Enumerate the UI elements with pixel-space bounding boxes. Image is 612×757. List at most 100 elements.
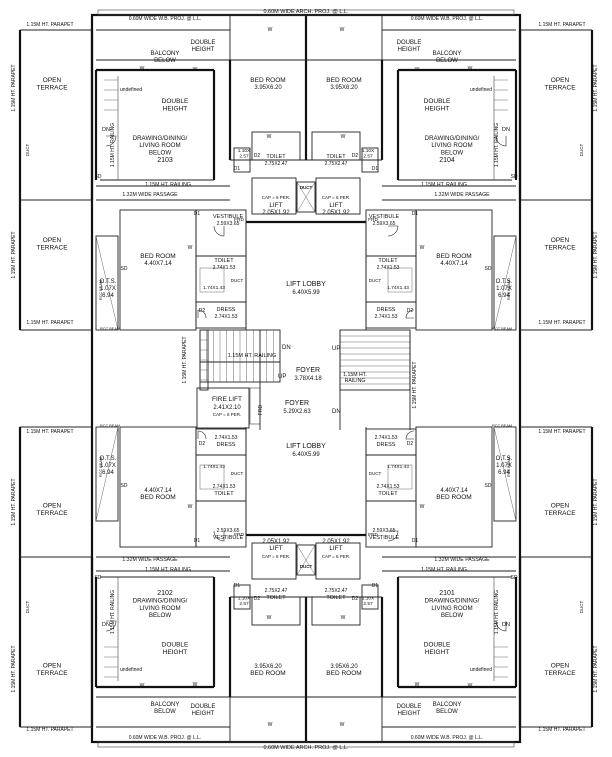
toilet-a-name: TOILET bbox=[266, 154, 286, 160]
core-dn-right: DN bbox=[332, 409, 341, 415]
door-swing bbox=[213, 225, 225, 237]
bedroom-b-name: BED ROOM bbox=[436, 253, 471, 260]
size-label: 1.74X1.43 bbox=[387, 285, 409, 291]
lift-lobby-top-size: 6.40X5.99 bbox=[292, 290, 320, 296]
railing-vertical-label: 1.15M HT. RAILING bbox=[494, 123, 500, 167]
plan-rect bbox=[493, 235, 517, 331]
window-mark: W bbox=[468, 683, 473, 689]
plan-rect bbox=[415, 426, 493, 548]
size-label: 1.74X1.43 bbox=[203, 464, 225, 470]
parapet-label: 1.15M HT. PARAPET bbox=[538, 22, 585, 28]
toilet-b-size: 2.74X1.53 bbox=[213, 265, 236, 271]
fire-lift-size: 2.41X2.10 bbox=[213, 405, 241, 411]
window-mark: W bbox=[188, 245, 193, 251]
rcc-beam-label: RCC BEAM bbox=[100, 327, 120, 331]
toilet-a-size: 2.75X2.47 bbox=[325, 588, 348, 594]
door-swing bbox=[495, 620, 507, 632]
dress-size: 2.74X1.53 bbox=[215, 435, 238, 441]
duct-label: DUCT bbox=[231, 278, 244, 283]
toilet-b-size: 2.74X1.53 bbox=[377, 484, 400, 490]
railing-label: undefined bbox=[470, 87, 492, 93]
frd-label: FRD bbox=[258, 404, 264, 415]
core-up-top-left: UP bbox=[278, 374, 286, 380]
railing-label: 1.15M HT. RAILING bbox=[421, 182, 467, 188]
duct-label: DUCT bbox=[369, 471, 382, 476]
lift-size: 2.05X1.92 bbox=[322, 210, 350, 216]
lift-name: LIFT bbox=[269, 545, 282, 552]
parapet-label: 1.15M HT. PARAPET bbox=[26, 429, 73, 435]
duct-label: DUCT bbox=[300, 564, 313, 569]
lift-size: 2.05X1.92 bbox=[262, 210, 290, 216]
parapet-label: 1.15M HT. PARAPET bbox=[26, 727, 73, 733]
door-mark: D1 bbox=[412, 211, 419, 217]
wall-line bbox=[493, 426, 517, 522]
wall-line bbox=[493, 235, 517, 331]
railing-label: 1.15M HT. RAILING bbox=[145, 567, 191, 573]
door-swing bbox=[213, 530, 225, 542]
parapet-vertical-label: 1.15M HT. PARAPET bbox=[593, 478, 599, 525]
parapet-vertical-label: 1.15M HT. PARAPET bbox=[11, 478, 17, 525]
window-mark: W bbox=[188, 504, 193, 510]
door-swing bbox=[105, 620, 117, 632]
duct-label: DUCT bbox=[300, 185, 313, 190]
window-mark: W bbox=[415, 682, 420, 688]
door-mark: D1 bbox=[372, 583, 379, 589]
core-parapet-vertical-label: 1.15M HT. PARAPET bbox=[412, 361, 418, 408]
vestibule-name: VESTIBULE bbox=[369, 214, 400, 220]
flat-number: 2104 bbox=[439, 157, 455, 164]
door-swing bbox=[197, 430, 207, 440]
duct-label: DUCT bbox=[231, 471, 244, 476]
plan-rect bbox=[233, 147, 251, 173]
lift-cap: CAP = 6 PER. bbox=[322, 554, 351, 559]
door-mark: D1 bbox=[234, 166, 241, 172]
door-swing bbox=[495, 135, 507, 147]
wall-line bbox=[296, 181, 316, 213]
bedroom-b-size: 4.40X7.14 bbox=[440, 261, 468, 267]
frd-label: FRD bbox=[368, 532, 378, 538]
toilet-b-name: TOILET bbox=[214, 491, 234, 497]
dn-label: DN bbox=[102, 622, 110, 628]
wb-projection-label: 0.60M WIDE W.B. PROJ. @ L.L. bbox=[411, 16, 484, 22]
lift-cap: CAP = 6 PER. bbox=[262, 195, 291, 200]
duct-vertical-label: DUCT bbox=[579, 144, 584, 157]
plan-rect bbox=[119, 209, 197, 331]
vestibule-size: 2.59X3.65 bbox=[373, 528, 396, 534]
dress-name: DRESS bbox=[217, 307, 236, 313]
plan-rect bbox=[311, 131, 361, 161]
window-mark: W bbox=[268, 27, 273, 33]
window-mark: W bbox=[420, 245, 425, 251]
plan-rect bbox=[296, 181, 316, 213]
toilet-a-size: 2.75X2.47 bbox=[265, 588, 288, 594]
bedroom-a-size: 3.95X6.20 bbox=[254, 664, 282, 670]
window-mark: W bbox=[340, 27, 345, 33]
window-mark: W bbox=[341, 134, 346, 140]
plan-rect bbox=[196, 387, 250, 429]
bottom-projection-label: 0.60M WIDE ARCH. PROJ. @ L.L. bbox=[263, 745, 349, 751]
door-mark: D1 bbox=[372, 166, 379, 172]
plan-rect bbox=[251, 596, 301, 626]
plan-rect bbox=[95, 426, 119, 522]
core-parapet-vertical-label: 1.15M HT. PARAPET bbox=[182, 336, 188, 383]
toilet-b-name: TOILET bbox=[378, 258, 398, 264]
plan-rect bbox=[387, 267, 413, 293]
door-swing bbox=[405, 309, 415, 319]
door-swing bbox=[387, 225, 399, 237]
dn-label: DN bbox=[502, 127, 510, 133]
dress-size: 2.74X1.53 bbox=[215, 314, 238, 320]
bedroom-a-name: BED ROOM bbox=[326, 77, 361, 84]
dress-size: 2.74X1.53 bbox=[375, 314, 398, 320]
window-mark: W bbox=[267, 134, 272, 140]
lift-lobby-top-name: LIFT LOBBY bbox=[286, 281, 326, 288]
